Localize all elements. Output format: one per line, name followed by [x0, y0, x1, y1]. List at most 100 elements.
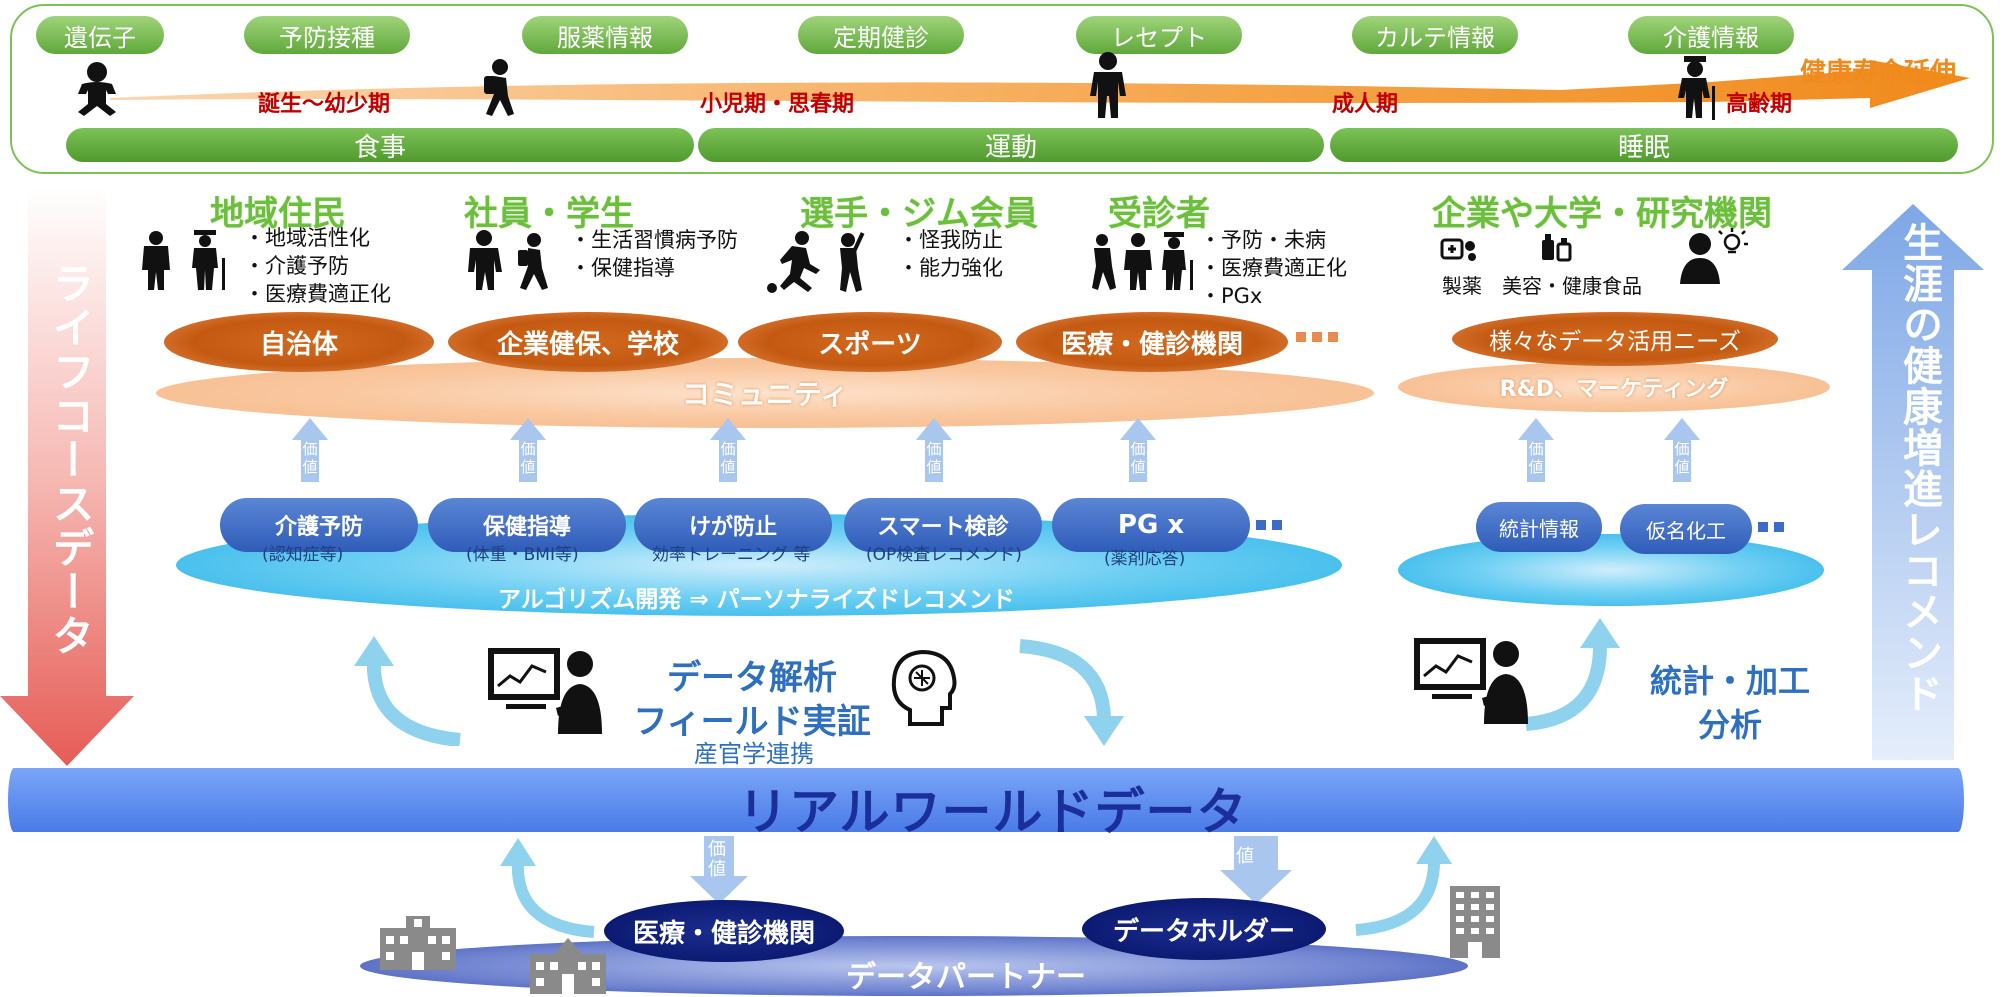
bullet-item: ・介護予防	[244, 254, 349, 278]
group-title-employees: 社員・学生	[464, 194, 634, 234]
right-analysis-line2: 分析	[1697, 706, 1762, 744]
athletes-icon	[767, 231, 865, 293]
life-course-data-label: ライフコースデータ	[46, 262, 95, 658]
right-up-arrow	[1842, 204, 1984, 760]
service-injury-prevention: けが防止	[634, 498, 832, 552]
service-pseudonymization: 仮名化工	[1620, 504, 1752, 554]
tag-gene: 遺伝子	[36, 16, 164, 54]
real-world-data-band	[8, 768, 1964, 832]
service-sub: (薬剤応答)	[1104, 549, 1186, 569]
service-statistics: 統計情報	[1476, 502, 1602, 552]
stage-adolescence: 小児期・思春期	[700, 92, 855, 117]
org-medical-institutions: 医療・健診機関	[1016, 312, 1288, 372]
partner-medical: 医療・健診機関	[604, 900, 844, 962]
service-name: 仮名化工	[1646, 518, 1726, 543]
value-down-arrow-left	[690, 836, 748, 904]
employees-people-icon	[468, 230, 548, 290]
life-course-arrow	[110, 60, 1970, 108]
service-sub: 効率トレーニング 等	[652, 545, 811, 565]
service-care-prevention: 介護予防	[220, 498, 418, 552]
athletes-bullets: ・怪我防止 ・能力強化	[898, 226, 1003, 282]
org-health-insurance-school: 企業健保、学校	[448, 312, 728, 372]
service-name: スマート検診	[877, 515, 1009, 540]
stage-adulthood: 成人期	[1332, 92, 1399, 117]
lifelong-recommend-label: 生涯の健康増進レコメンド	[1896, 222, 1942, 714]
hospital-building-icon	[380, 916, 456, 970]
analysis-line1: データ解析	[667, 658, 837, 698]
right-up-curve-arrow	[1525, 618, 1620, 731]
right-analysis-line1: 統計・加工	[1649, 662, 1810, 700]
lifestyle-sleep: 睡眠	[1330, 128, 1958, 163]
goal-label: 健康寿命延伸	[1800, 58, 1957, 88]
value-arrow: 価値	[1518, 418, 1554, 482]
rd-marketing-label: R&D、マーケティング	[1499, 377, 1729, 402]
data-partner-label: データパートナー	[846, 960, 1086, 995]
clinic-building-icon	[530, 938, 606, 994]
service-sub: (OP検査レコメンド)	[866, 545, 1022, 565]
up-curve-arrow	[354, 636, 461, 746]
org-municipality: 自治体	[164, 312, 434, 372]
value-arrow: 価値	[710, 418, 746, 482]
elderly-icon	[1678, 56, 1715, 120]
bullet-item: ・PGx	[1200, 284, 1263, 308]
baby-icon	[78, 62, 116, 116]
org-data-needs: 様々なデータ活用ニーズ	[1452, 312, 1778, 366]
bullet-item: ・保健指導	[570, 256, 675, 280]
residents-people-icon	[142, 230, 225, 290]
service-sub: (認知症等)	[262, 545, 344, 565]
more-orgs-dots	[1296, 332, 1338, 342]
child-walking-icon	[484, 59, 514, 116]
service-sub: (体重・BMI等)	[466, 545, 579, 565]
down-curve-arrow	[1019, 639, 1124, 746]
rd-marketing-ellipse: R&D、マーケティング	[1398, 362, 1830, 412]
service-name: 介護予防	[274, 515, 363, 540]
analyst-monitor-icon	[488, 648, 602, 734]
value-label-right: 価値	[1210, 846, 1262, 867]
group-title-companies: 企業や大学・研究機関	[1432, 194, 1772, 234]
service-pgx: PG x	[1052, 498, 1250, 552]
bullet-item: ・生活習慣病予防	[570, 228, 738, 252]
right-analyst-monitor-icon	[1414, 638, 1528, 724]
tag-medical-record: カルテ情報	[1352, 16, 1518, 54]
tag-vaccination: 予防接種	[244, 16, 410, 54]
bullet-item: ・能力強化	[898, 256, 1003, 280]
residents-bullets: ・地域活性化 ・介護予防 ・医療費適正化	[244, 224, 391, 308]
bullet-item: ・予防・未病	[1200, 228, 1326, 252]
tag-receipt: レセプト	[1076, 16, 1242, 54]
bullet-item: ・地域活性化	[244, 226, 370, 250]
analysis-line3: 産官学連携	[694, 740, 814, 768]
stage-infancy: 誕生～幼少期	[258, 92, 391, 117]
more-services-dots	[1256, 520, 1282, 530]
brain-head-icon	[891, 649, 957, 726]
value-arrow: 価値	[916, 418, 952, 482]
group-title-residents: 地域住民	[210, 194, 346, 234]
right-algorithm-disc	[1398, 534, 1824, 606]
group-title-athletes: 選手・ジム会員	[800, 194, 1038, 234]
bottom-left-up-arrow	[500, 838, 595, 938]
tag-medication: 服薬情報	[522, 16, 688, 54]
bullet-item: ・医療費適正化	[244, 282, 391, 306]
bullet-item: ・怪我防止	[898, 228, 1003, 252]
stage-elderly: 高齢期	[1726, 92, 1793, 117]
bottom-right-up-arrow	[1355, 836, 1452, 936]
bullet-item: ・医療費適正化	[1200, 256, 1347, 280]
office-building-icon	[1450, 886, 1500, 958]
service-smart-checkup: スマート検診	[844, 498, 1042, 552]
employees-bullets: ・生活習慣病予防 ・保健指導	[570, 226, 738, 282]
adult-icon	[1090, 52, 1126, 118]
service-name: PG x	[1117, 510, 1185, 540]
value-arrow: 価値	[1664, 418, 1700, 482]
researcher-idea-icon	[1680, 228, 1748, 284]
tag-care-info: 介護情報	[1628, 16, 1794, 54]
left-down-arrow	[0, 186, 134, 766]
examinees-people-icon	[1092, 232, 1193, 290]
service-name: 保健指導	[482, 515, 571, 540]
value-label-left: 価値	[708, 839, 726, 880]
group-title-examinees: 受診者	[1108, 194, 1210, 234]
tag-checkup: 定期健診	[798, 16, 964, 54]
service-name: 統計情報	[1499, 516, 1579, 541]
value-down-arrow-right	[1220, 836, 1292, 904]
value-arrow: 価値	[292, 418, 328, 482]
service-name: けが防止	[688, 515, 777, 540]
real-world-data-label: リアルワールドデータ	[738, 783, 1248, 841]
